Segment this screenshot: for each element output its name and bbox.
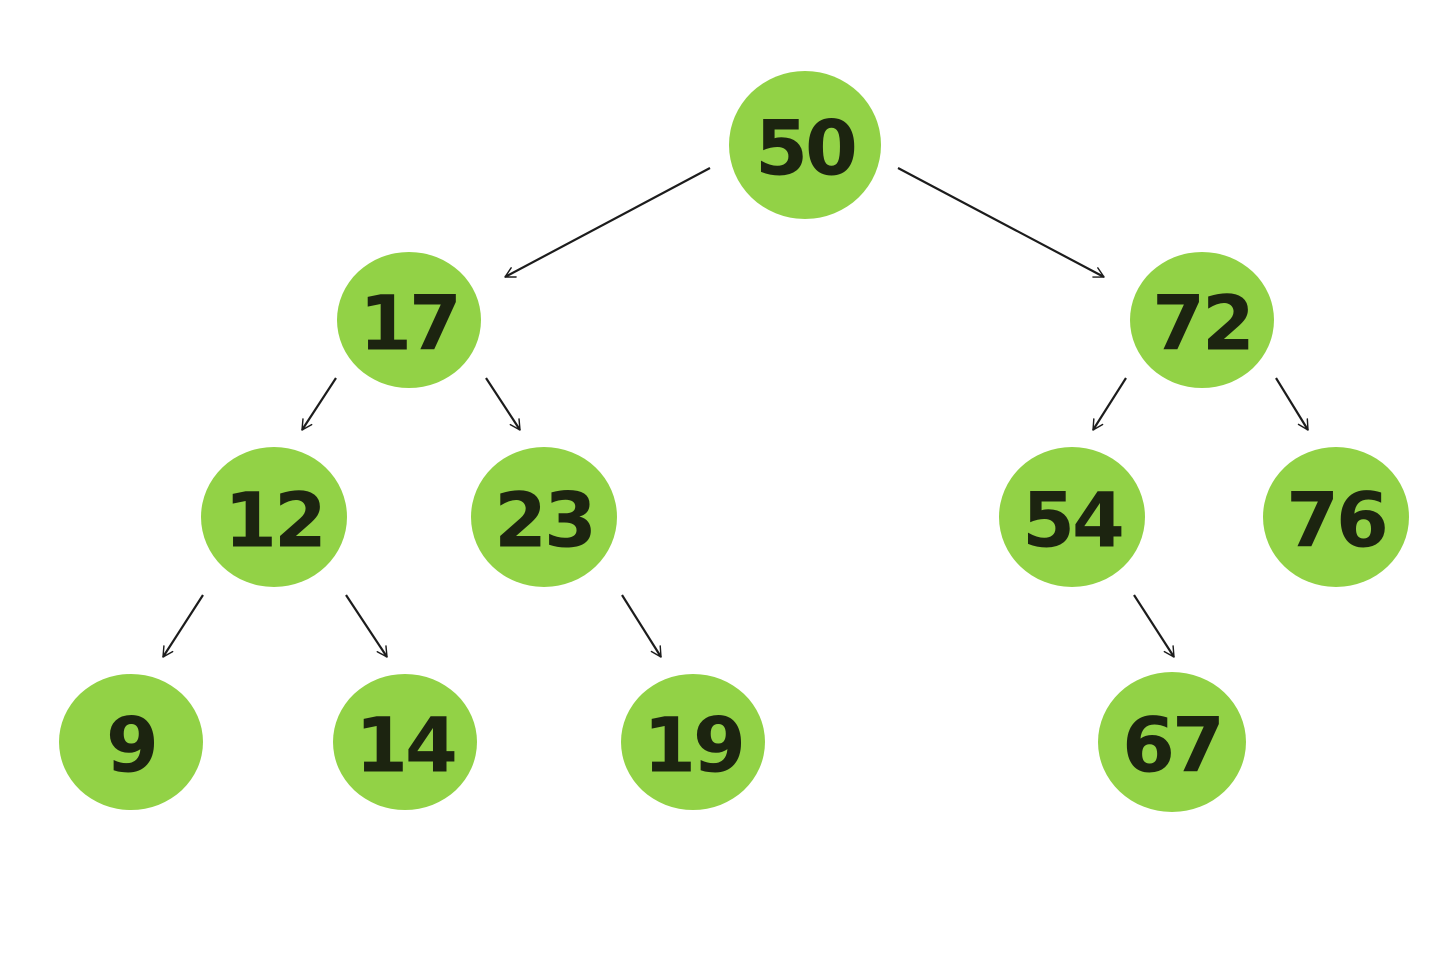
node-label: 12 — [224, 476, 324, 565]
node-label: 72 — [1152, 279, 1252, 368]
edge-arrow-17-to-23 — [485, 377, 521, 431]
edge-arrow-12-to-14 — [345, 594, 388, 658]
node-circle — [729, 71, 881, 219]
edge-arrow-50-to-17 — [504, 167, 711, 278]
edge-arrow-72-to-54 — [1092, 377, 1127, 431]
tree-node-23: 23 — [471, 447, 617, 587]
edge-arrow-12-to-9 — [162, 594, 204, 658]
tree-node-19: 19 — [621, 674, 765, 810]
node-circle — [471, 447, 617, 587]
tree-node-67: 67 — [1098, 672, 1246, 812]
node-circle — [333, 674, 477, 810]
node-label: 67 — [1122, 701, 1222, 790]
edges-layer — [162, 167, 1309, 658]
tree-node-76: 76 — [1263, 447, 1409, 587]
node-label: 19 — [643, 701, 743, 790]
tree-node-14: 14 — [333, 674, 477, 810]
node-circle — [1098, 672, 1246, 812]
node-label: 23 — [494, 476, 594, 565]
tree-node-50: 50 — [729, 71, 881, 219]
node-label: 76 — [1286, 476, 1386, 565]
edge-arrow-72-to-76 — [1275, 377, 1309, 431]
node-label: 9 — [106, 701, 156, 790]
edge-arrow-54-to-67 — [1133, 594, 1175, 658]
edge-arrow-17-to-12 — [301, 377, 337, 431]
node-label: 14 — [355, 701, 455, 790]
node-circle — [1130, 252, 1274, 388]
node-circle — [337, 252, 481, 388]
edge-arrow-50-to-72 — [897, 167, 1105, 278]
tree-node-72: 72 — [1130, 252, 1274, 388]
tree-node-54: 54 — [999, 447, 1145, 587]
node-label: 54 — [1022, 476, 1122, 565]
nodes-layer: 50 17 72 12 23 54 76 9 14 19 67 — [59, 71, 1409, 812]
node-circle — [1263, 447, 1409, 587]
tree-node-12: 12 — [201, 447, 347, 587]
node-circle — [621, 674, 765, 810]
node-label: 17 — [359, 279, 459, 368]
edge-arrow-23-to-19 — [621, 594, 662, 658]
node-circle — [59, 674, 203, 810]
tree-node-17: 17 — [337, 252, 481, 388]
tree-node-9: 9 — [59, 674, 203, 810]
node-label: 50 — [755, 104, 855, 193]
node-circle — [999, 447, 1145, 587]
node-circle — [201, 447, 347, 587]
